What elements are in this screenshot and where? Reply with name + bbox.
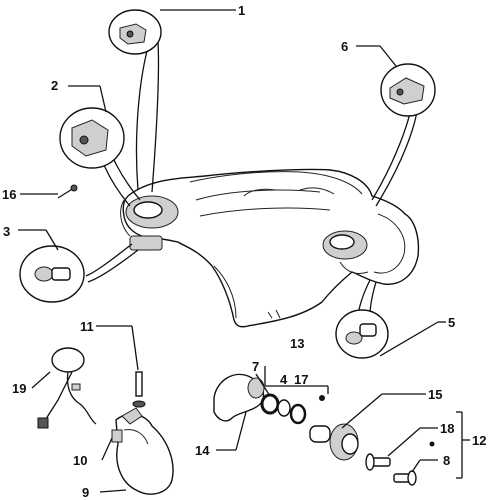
part-15-bushing <box>309 423 359 461</box>
callout-18: 18 <box>440 421 454 436</box>
part-8-screw <box>393 470 417 486</box>
part-16-screw <box>57 184 78 199</box>
callout-3: 3 <box>3 224 10 239</box>
part-5-bulb <box>335 309 389 359</box>
part-7-ring <box>260 393 280 415</box>
part-9-horn <box>111 407 174 495</box>
part-19-cable <box>37 347 97 429</box>
callout-leaders <box>18 9 470 493</box>
callout-1: 1 <box>238 3 245 18</box>
part-11-screw <box>132 371 146 408</box>
callout-labels: 1 2 3 4 5 6 7 8 9 10 11 12 13 14 15 16 1… <box>2 3 486 500</box>
callout-7: 7 <box>252 359 259 374</box>
callout-12: 12 <box>472 433 486 448</box>
callout-19: 19 <box>12 381 26 396</box>
callout-17: 17 <box>294 372 308 387</box>
dot-marker <box>319 395 325 401</box>
callout-11: 11 <box>80 319 94 334</box>
part-4-spring <box>277 399 291 417</box>
callout-9: 9 <box>82 485 89 500</box>
part-17-ring <box>289 403 307 425</box>
callout-4: 4 <box>280 372 288 387</box>
part-1-switch <box>108 9 162 55</box>
callout-5: 5 <box>448 315 455 330</box>
handlebar-cover <box>120 168 420 328</box>
callout-10: 10 <box>73 453 87 468</box>
callout-6: 6 <box>341 39 348 54</box>
callout-15: 15 <box>428 387 442 402</box>
callout-8: 8 <box>443 453 450 468</box>
part-18-screw <box>365 453 391 471</box>
callout-14: 14 <box>195 443 210 458</box>
part-6-switch <box>380 63 436 117</box>
part-14-grip <box>213 373 265 422</box>
callout-13: 13 <box>290 336 304 351</box>
part-2-switch <box>59 107 125 169</box>
callout-16: 16 <box>2 187 16 202</box>
callout-2: 2 <box>51 78 58 93</box>
part-3-bulb <box>19 245 85 303</box>
